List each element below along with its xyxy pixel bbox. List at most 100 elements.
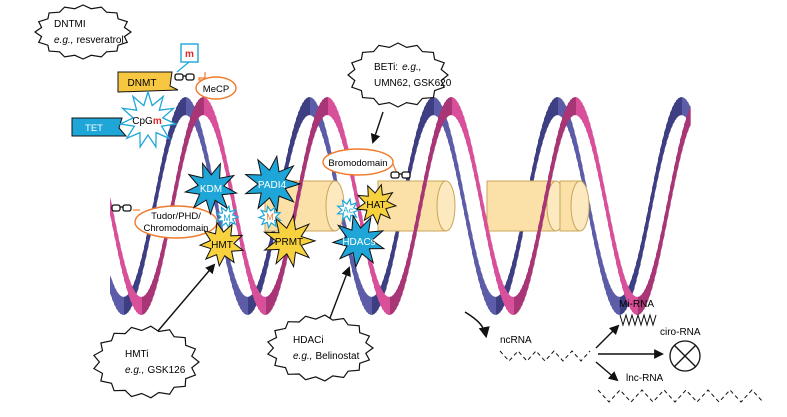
blue-strand-segment [490,293,493,314]
glasses-lens [122,204,132,212]
blue-strand-segment [178,100,181,122]
pink-strand-segment [204,97,207,117]
pink-strand-segment [520,286,523,309]
blue-strand-segment [186,97,189,116]
blue-strand-segment [410,149,413,177]
beti-example-prefix: e.g., [402,62,421,73]
pink-strand-segment [600,167,603,195]
pink-strand-segment [626,281,629,305]
pink-strand-segment [570,98,573,119]
pink-strand-segment [438,112,441,136]
pink-strand-segment [640,293,643,314]
pink-strand-segment [126,269,129,295]
blue-strand-segment [144,237,147,265]
blue-strand-segment [482,275,485,300]
blue-strand-segment [174,107,177,131]
pink-strand-segment [642,290,645,312]
blue-strand-segment [266,246,269,274]
blue-strand-segment [246,296,249,315]
blue-strand-segment [308,97,311,116]
blue-strand-segment [262,263,265,289]
pink-strand-segment [184,131,187,158]
pink-strand-segment [302,157,305,186]
blue-strand-segment [362,286,365,309]
hdaci-arrow [329,266,351,319]
blue-strand-segment [412,140,415,168]
blue-strand-segment [596,235,599,263]
pink-strand-segment [428,148,431,176]
hdaci-bubble: HDACi e.g.,Belinostat [266,314,375,382]
pink-strand-segment [114,217,117,245]
blue-strand-segment [236,281,239,305]
prmt-label: PRMT [275,237,303,248]
blue-strand-segment [432,97,435,116]
pink-strand-segment [636,296,639,315]
tet-shape [71,117,128,137]
blue-strand-segment [578,147,581,175]
blue-strand-segment [232,268,235,294]
cpg-star-shape [118,89,178,150]
blue-strand-segment [110,275,113,300]
pink-strand-segment [132,286,135,309]
pink-strand-segment [674,157,677,186]
pink-strand-segment [376,276,379,300]
pink-strand-segment [342,124,345,150]
mirna-arrow [595,324,620,349]
pink-strand-segment [584,107,587,131]
pink-strand-segment [432,131,435,158]
blue-strand-segment [298,107,301,131]
blue-strand-segment [138,263,141,289]
pink-strand-segment [542,197,545,226]
blue-strand-segment [142,246,145,274]
blue-strand-segment [668,112,671,137]
blue-strand-segment [590,205,593,234]
pink-strand-segment [498,269,501,295]
pink-strand-segment [506,290,509,312]
kdm-label: KDM [200,184,222,195]
pink-strand-segment [122,254,125,281]
hmti-name: HMTi [125,349,149,360]
pink-strand-segment [316,107,319,131]
pink-strand-segment [244,245,247,273]
hmt-star-shape [198,221,245,268]
hmti-example: e.g.,GSK126 [125,365,186,376]
pink-strand-segment [200,97,203,117]
blue-strand-segment [606,275,609,300]
pink-strand-segment [140,296,143,315]
pink-strand-segment [110,197,113,226]
pink-strand-segment [580,100,583,122]
pink-strand-segment [592,131,595,158]
blue-strand-segment [682,97,685,116]
padi4-label: PADI4 [258,180,287,191]
blue-strand-segment [446,117,449,142]
pink-strand-segment [318,103,321,126]
pink-strand-segment [136,293,139,314]
pink-strand-segment [180,148,183,176]
glasses-lens [111,204,121,212]
pink-strand-segment [272,286,275,309]
pink-strand-segment [264,296,267,315]
pink-strand-segment [308,131,311,158]
acetyl-mark-label: Ac [343,205,354,215]
blue-strand-segment [484,281,487,305]
blue-strand-segment [448,123,451,149]
beti-name: BETi: [374,62,398,73]
pink-strand-segment [422,176,425,205]
pink-strand-segment [502,281,505,305]
pink-strand-segment [468,131,471,158]
lncrna-strand [597,389,764,403]
blue-strand-segment [454,147,457,175]
pink-strand-segment [518,290,521,312]
blue-strand-segment [264,255,267,282]
blue-strand-segment [474,244,477,272]
beti-bubble-outline [347,42,449,108]
pink-strand-segment [116,226,119,255]
hdacs-label: HDACs [342,237,375,248]
pink-strand-segment [416,207,419,236]
blue-strand-segment [580,156,583,184]
ncrna-label: ncRNA [500,335,532,346]
blue-strand-segment [118,293,121,314]
blue-strand-segment [684,97,687,118]
blue-strand-segment [614,293,617,314]
blue-strand-segment [518,228,521,256]
